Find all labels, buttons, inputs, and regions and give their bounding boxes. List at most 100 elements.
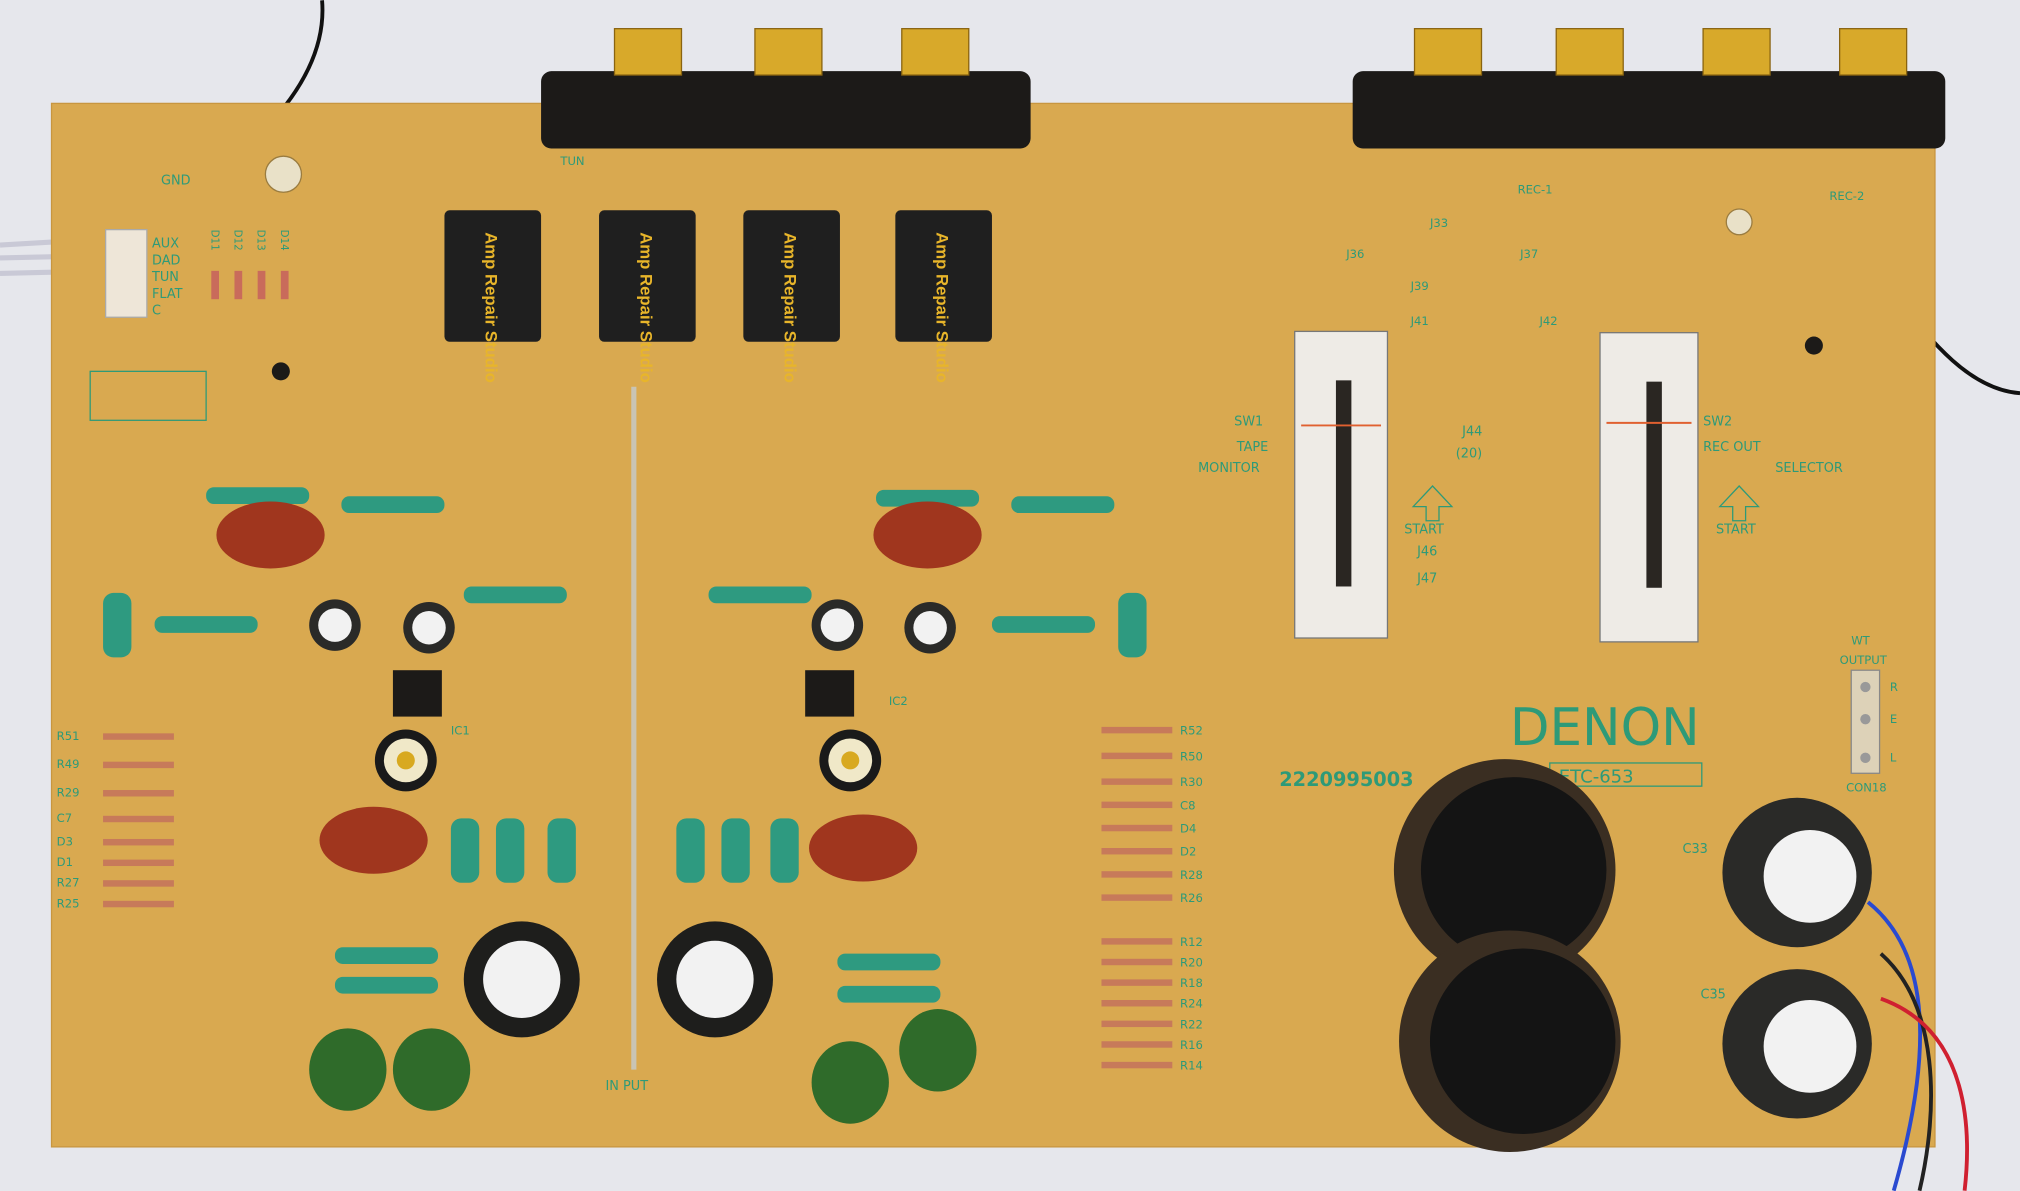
film-resistor: [206, 487, 310, 505]
svg-text:J46: J46: [1416, 545, 1437, 560]
ref-label: R25: [57, 896, 80, 910]
svg-text:J47: J47: [1416, 572, 1437, 587]
gnd-label: GND: [161, 174, 191, 189]
relay-label: Amp Repair Studio: [933, 232, 952, 383]
svg-text:CON18: CON18: [1846, 780, 1887, 794]
svg-text:J39: J39: [1410, 279, 1429, 293]
model-number: ETC-653: [1559, 766, 1634, 787]
c35-label: C35: [1701, 988, 1726, 1003]
ref-label: R49: [57, 757, 80, 771]
relay: Amp Repair Studio: [743, 210, 840, 383]
start-arrow-icon: [1411, 485, 1454, 522]
svg-text:SW1: SW1: [1234, 414, 1263, 429]
power-resistor: [450, 818, 480, 883]
brand-logo: DENON: [1510, 698, 1700, 758]
ic1: [392, 670, 442, 717]
resistor: [1101, 726, 1173, 734]
resistor: [103, 900, 174, 908]
jumper-labels: J33 J36 J37 J39 J41 J42 REC-1 REC-2: [1345, 183, 1864, 328]
film-resistor: [341, 496, 445, 514]
film-resistor: [154, 616, 258, 633]
resistor: [1101, 848, 1173, 855]
black-wire: [1879, 952, 1933, 1191]
film-resistor: [1011, 496, 1115, 514]
svg-text:TAPE: TAPE: [1236, 440, 1269, 455]
svg-text:START: START: [1716, 523, 1756, 538]
ic2-label: IC2: [889, 694, 908, 708]
svg-text:C: C: [152, 304, 161, 319]
svg-text:DAD: DAD: [152, 253, 180, 268]
film-resistor: [876, 489, 980, 507]
resistor: [1101, 1000, 1173, 1007]
ref-label: R18: [1180, 976, 1203, 990]
svg-text:J41: J41: [1410, 314, 1429, 328]
rec-out-selector-switch[interactable]: [1599, 332, 1699, 643]
resistor: [103, 838, 174, 846]
rca-jacks-left: [541, 28, 1031, 149]
ref-label: D2: [1180, 845, 1196, 859]
svg-text:R: R: [1890, 680, 1898, 694]
ref-label: R22: [1180, 1017, 1203, 1031]
electrolytic-capacitor: [904, 601, 956, 654]
power-resistor: [676, 818, 705, 883]
resistor: [103, 761, 174, 769]
filter-capacitor: [1393, 759, 1616, 981]
svg-text:REC-1: REC-1: [1518, 183, 1553, 197]
resistor: [1101, 778, 1173, 785]
trimmer-potentiometer[interactable]: [374, 729, 437, 792]
electrolytic-capacitor: [657, 921, 773, 1038]
output-connector: [1850, 669, 1881, 774]
film-capacitor: [319, 806, 428, 874]
ic1-label: IC1: [451, 724, 470, 738]
electrolytic-capacitor: [811, 599, 864, 651]
input-label: IN PUT: [605, 1079, 648, 1094]
trimmer-potentiometer[interactable]: [819, 729, 882, 792]
film-capacitor: [216, 501, 325, 569]
ref-label: R12: [1180, 935, 1203, 949]
tape-monitor-switch[interactable]: [1294, 330, 1389, 639]
ref-label: R27: [57, 876, 80, 890]
ref-label: R52: [1180, 724, 1203, 738]
ic2: [805, 670, 855, 717]
ref-label: C7: [57, 811, 72, 825]
switch-labels: SW1 TAPE MONITOR SW2 REC OUT SELECTOR J4…: [1198, 414, 1843, 586]
svg-text:D12: D12: [231, 230, 243, 251]
film-resistor: [334, 947, 439, 964]
film-capacitor: [873, 501, 982, 569]
electrolytic-capacitor: [309, 599, 361, 651]
ref-label: R51: [57, 729, 80, 743]
ref-label: D1: [57, 855, 73, 869]
relay: Amp Repair Studio: [599, 210, 696, 383]
svg-text:SELECTOR: SELECTOR: [1775, 461, 1843, 476]
svg-text:L: L: [1890, 751, 1897, 765]
c33-label: C33: [1682, 842, 1707, 857]
resistor: [1101, 1061, 1173, 1069]
green-capacitor: [899, 1009, 977, 1092]
capacitor-c42: [1725, 208, 1753, 236]
resistor: [103, 790, 174, 797]
svg-text:OUTPUT: OUTPUT: [1840, 653, 1888, 667]
resistor: [103, 859, 174, 867]
relay: Amp Repair Studio: [895, 210, 992, 383]
resistor: [1101, 752, 1173, 760]
svg-text:(20): (20): [1456, 447, 1482, 462]
green-capacitor: [811, 1041, 889, 1124]
svg-text:D11: D11: [208, 230, 220, 251]
svg-text:J33: J33: [1429, 216, 1448, 230]
ref-label: D3: [57, 834, 73, 848]
resistor: [1101, 824, 1173, 832]
svg-text:MONITOR: MONITOR: [1198, 461, 1260, 476]
ref-label: R16: [1180, 1038, 1203, 1052]
svg-text:E: E: [1890, 712, 1897, 726]
resistor: [103, 733, 174, 740]
film-resistor: [991, 616, 1096, 633]
svg-text:REC-2: REC-2: [1829, 189, 1864, 203]
capacitor-c41: [264, 155, 303, 193]
ref-label: R30: [1180, 775, 1203, 789]
svg-text:D14: D14: [278, 230, 290, 251]
diodes: D11 D12 D13 D14: [208, 230, 290, 300]
rca-jacks-right: [1352, 28, 1946, 149]
red-wire: [1880, 996, 1969, 1191]
ref-label: D4: [1180, 822, 1196, 836]
